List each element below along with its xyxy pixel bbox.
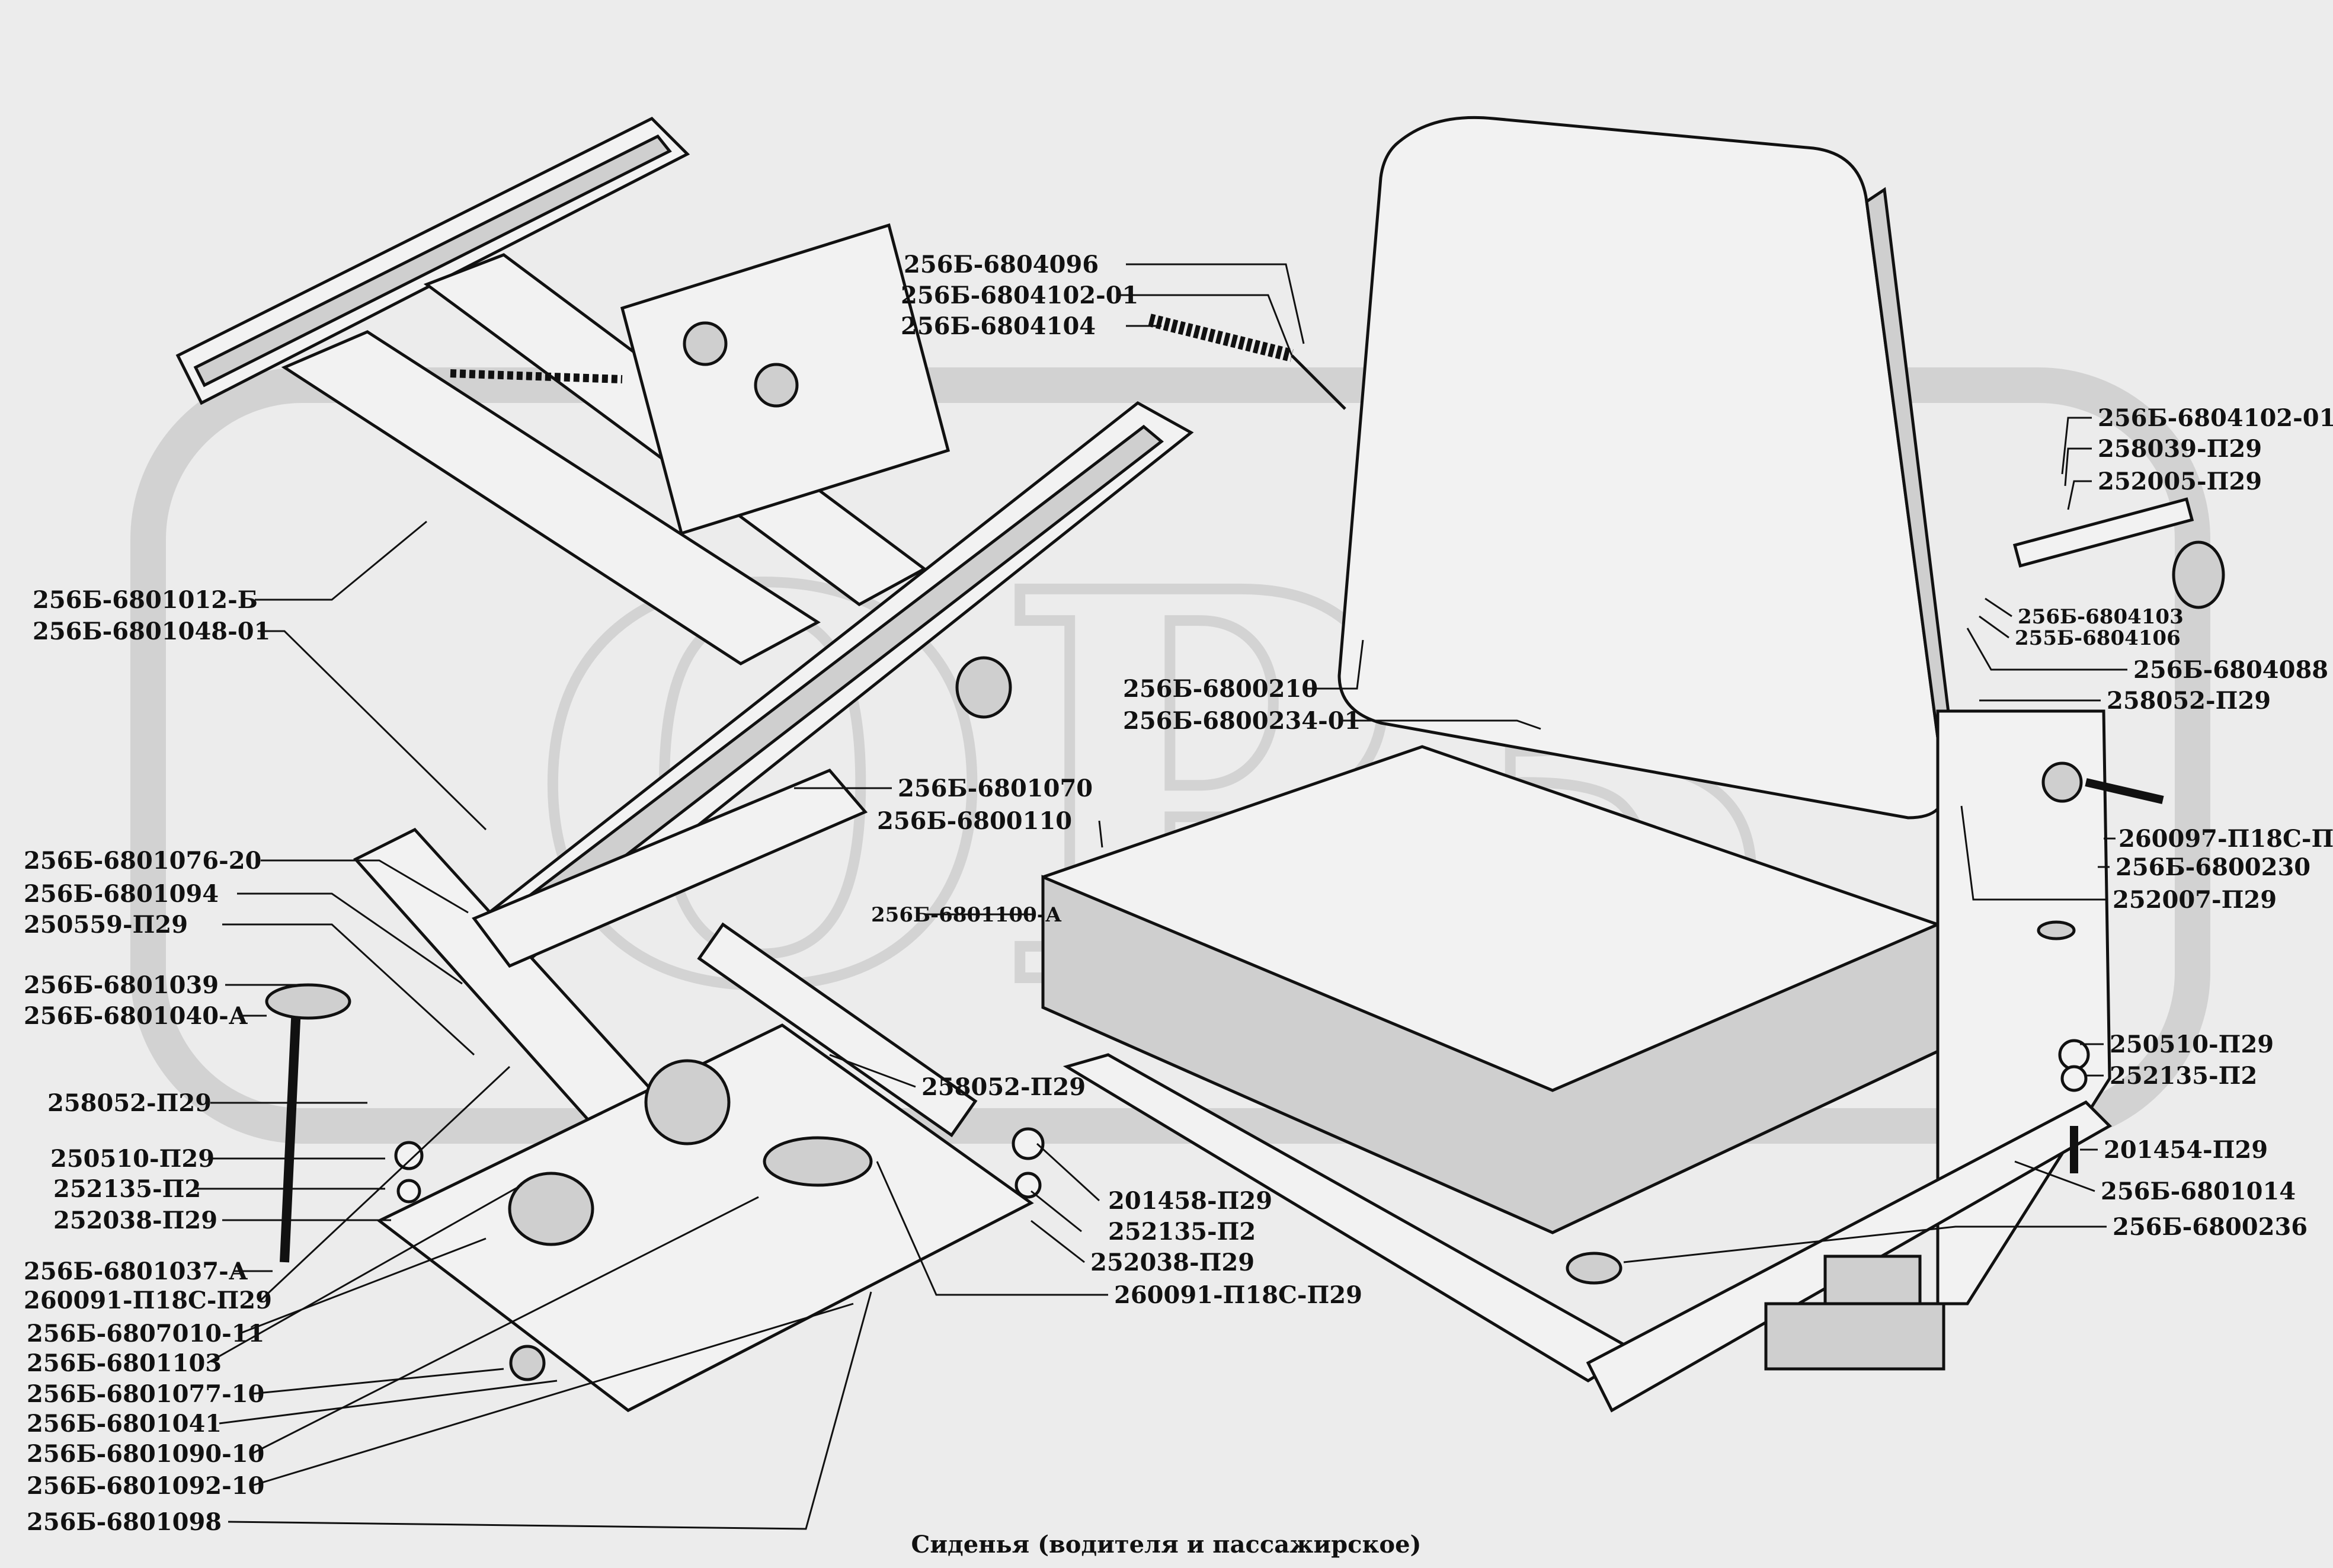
plate-hole-1 xyxy=(683,321,728,366)
seat xyxy=(1041,116,2225,1413)
recline-bolt xyxy=(2012,497,2194,568)
bracket-hole xyxy=(2041,761,2083,803)
label: 256Б-6800210 xyxy=(1123,675,1318,703)
adjust-screw xyxy=(280,1007,301,1263)
back-spring xyxy=(1148,313,1294,362)
label: 256Б-6801103 xyxy=(27,1349,222,1377)
label: 256Б-6801077-10 xyxy=(27,1380,264,1408)
label: 256Б-6807010-11 xyxy=(27,1320,264,1348)
labels-top-center: 256Б-6804096 256Б-6804102-01 256Б-680410… xyxy=(901,251,1138,340)
label: 252005-П29 xyxy=(2098,468,2262,495)
leader-lines xyxy=(196,263,2127,1530)
label: 260091-П18С-П29 xyxy=(1114,1281,1362,1309)
label: 256Б-6804104 xyxy=(901,312,1096,340)
label: 256Б-6800230 xyxy=(2116,853,2310,881)
label: 256Б-6804103 xyxy=(2018,605,2184,629)
nut-5 xyxy=(1015,1172,1042,1199)
label: 258052-П29 xyxy=(921,1073,1086,1101)
nut-2 xyxy=(396,1179,421,1204)
label: 252135-П2 xyxy=(2110,1062,2257,1090)
label: 256Б-6804088 xyxy=(2133,656,2328,684)
label: 201454-П29 xyxy=(2104,1136,2268,1164)
scissor-arm-1 xyxy=(281,330,821,665)
label: 252135-П2 xyxy=(1108,1218,1256,1246)
label: 252038-П29 xyxy=(1090,1249,1254,1276)
label: 256Б-6801076-20 xyxy=(24,847,261,875)
spring-3 xyxy=(763,1136,873,1187)
spring-1 xyxy=(508,1172,594,1246)
label: 256Б-6801094 xyxy=(24,880,219,908)
labels-center: 256Б-6801070 256Б-6800110 256Б-6801100-А… xyxy=(871,675,1362,1309)
spring-2 xyxy=(644,1059,731,1145)
adjust-wheel xyxy=(265,983,351,1020)
springs xyxy=(508,1059,873,1246)
back-spring-wire xyxy=(1291,354,1346,410)
nut-right-2 xyxy=(2060,1065,2088,1092)
label: 256Б-6801041 xyxy=(27,1410,222,1438)
rubber-bumper xyxy=(1566,1252,1622,1285)
label: 256Б-6800110 xyxy=(877,807,1072,835)
label: 250559-П29 xyxy=(24,911,188,939)
label: 258052-П29 xyxy=(47,1089,212,1117)
labels-right: 256Б-6804102-01 258039-П29 252005-П29 25… xyxy=(2015,404,2333,1241)
diagram-caption: Сиденья (водителя и пассажирское) xyxy=(911,1531,1422,1559)
label: 256Б-6801039 xyxy=(24,971,219,999)
rack-teeth-2 xyxy=(1823,1255,1922,1305)
lower-arm-right xyxy=(472,768,868,968)
nut-1 xyxy=(394,1141,424,1170)
plate-hole-2 xyxy=(754,363,799,408)
backrest xyxy=(1337,116,1946,820)
label: 256Б-6801040-А xyxy=(24,1002,248,1030)
label: 256Б-6801048-01 xyxy=(33,617,270,645)
label: 256Б-6801070 xyxy=(898,775,1093,802)
nut-3 xyxy=(509,1345,546,1381)
labels-left: 256Б-6801012-Б 256Б-6801048-01 256Б-6801… xyxy=(24,586,272,1536)
label: 252135-П2 xyxy=(53,1175,201,1203)
side-bracket xyxy=(1936,709,2111,1305)
label: 250510-П29 xyxy=(2110,1031,2274,1058)
label: 256Б-6801037-А xyxy=(24,1257,248,1285)
label: 256Б-6804102-01 xyxy=(901,281,1138,309)
label: 256Б-6801092-10 xyxy=(27,1472,264,1500)
label: 260091-П18С-П29 xyxy=(24,1287,272,1314)
label: 256Б-6801014 xyxy=(2101,1177,2296,1205)
bolt-right xyxy=(2085,778,2164,804)
label: 256Б-6804096 xyxy=(904,251,1099,279)
adjust-knob xyxy=(955,656,1012,719)
label: 260097-П18С-П29 xyxy=(2118,825,2333,853)
label: 256Б-6801100-А xyxy=(871,903,1062,927)
label: 256Б-6800234-01 xyxy=(1123,707,1361,735)
bracket-slot xyxy=(2037,920,2076,940)
label: 256Б-6801090-10 xyxy=(27,1440,264,1468)
recline-knob xyxy=(2172,540,2225,609)
rack-teeth-1 xyxy=(1764,1302,1945,1371)
upper-rail-left-inner xyxy=(193,134,672,388)
label: 252038-П29 xyxy=(53,1207,217,1234)
label: 258052-П29 xyxy=(2107,687,2271,715)
label: 201458-П29 xyxy=(1108,1187,1272,1215)
label: 255Б-6804106 xyxy=(2015,626,2181,650)
label: 250510-П29 xyxy=(50,1145,215,1173)
label: 256Б-6800236 xyxy=(2113,1213,2308,1241)
label: 256Б-6804102-01 xyxy=(2098,404,2333,432)
nut-4 xyxy=(1012,1127,1045,1160)
tension-spring xyxy=(450,369,623,383)
label: 252007-П29 xyxy=(2113,886,2277,914)
label: 256Б-6801098 xyxy=(27,1508,222,1536)
label: 258039-П29 xyxy=(2098,435,2262,463)
label: 256Б-6801012-Б xyxy=(33,586,258,614)
